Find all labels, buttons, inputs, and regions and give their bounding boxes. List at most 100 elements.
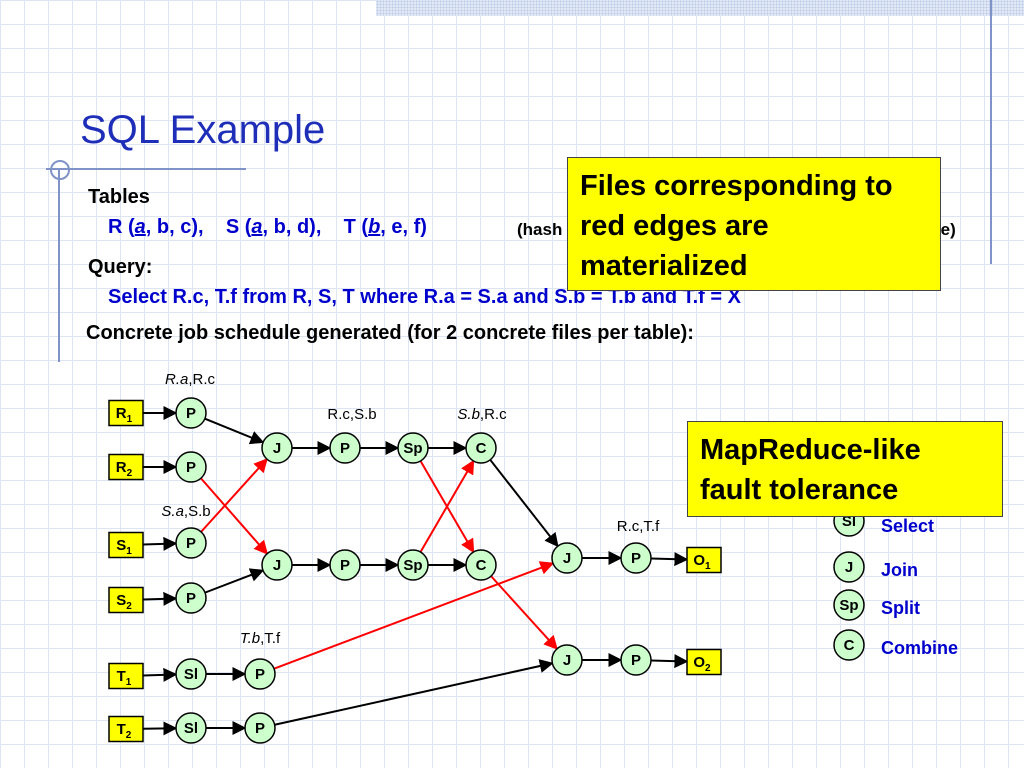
- legend-split-node: Sp: [833, 589, 865, 621]
- svg-text:C: C: [844, 637, 855, 654]
- schema-t: T (b, e, f): [343, 216, 427, 238]
- edge-c2-to-j4: [490, 575, 558, 650]
- table-file-r2: R2: [108, 453, 144, 481]
- decor-left-rule: [58, 170, 60, 362]
- schedule-description: Concrete job schedule generated (for 2 c…: [86, 322, 694, 344]
- top-decoration-band: [376, 0, 1024, 16]
- svg-text:P: P: [340, 440, 350, 457]
- page-title: SQL Example: [80, 108, 326, 152]
- svg-text:P: P: [186, 459, 196, 476]
- node-sp2: Sp: [397, 549, 429, 581]
- node-j1: J: [261, 432, 293, 464]
- svg-text:O1: O1: [693, 552, 711, 572]
- edge-p-s2-to-j2: [204, 568, 265, 594]
- annotation-tb: T.b,T.f: [240, 630, 281, 647]
- svg-text:P: P: [186, 405, 196, 422]
- edge-t1-to-sl-t1: [142, 667, 178, 682]
- node-p-j4: P: [620, 644, 652, 676]
- output-file-o1: O1: [686, 546, 722, 574]
- svg-text:J: J: [273, 440, 281, 457]
- svg-text:C: C: [476, 557, 487, 574]
- legend-label-combine: Combine: [881, 638, 959, 658]
- schema-s: S (a, b, d),: [225, 216, 322, 238]
- svg-text:C: C: [476, 440, 487, 457]
- node-p-r1: P: [175, 397, 207, 429]
- node-p-j3: P: [620, 542, 652, 574]
- schema-r: R (a, b, c),: [108, 216, 204, 238]
- edge-p-t1-to-j3: [273, 561, 555, 670]
- svg-text:R2: R2: [116, 459, 133, 479]
- svg-text:J: J: [273, 557, 281, 574]
- legend-label-split: Split: [881, 598, 920, 618]
- svg-text:S2: S2: [116, 592, 132, 612]
- legend-join-node: J: [833, 551, 865, 583]
- svg-text:P: P: [186, 535, 196, 552]
- svg-text:Sp: Sp: [403, 557, 422, 574]
- legend-label-join: Join: [881, 560, 919, 580]
- node-sl-t2: Sl: [175, 712, 207, 744]
- edge-p-s1-to-j1: [200, 458, 268, 533]
- edge-s1-to-p-s1: [142, 536, 178, 551]
- legend-label-select: Select: [881, 516, 935, 536]
- svg-text:P: P: [186, 590, 196, 607]
- svg-text:P: P: [631, 652, 641, 669]
- node-sl-t1: Sl: [175, 658, 207, 690]
- callout-mapreduce: MapReduce-like fault tolerance: [687, 421, 1003, 517]
- svg-text:P: P: [255, 666, 265, 683]
- decor-circle: [50, 160, 70, 180]
- output-file-o2: O2: [686, 648, 722, 676]
- table-file-s2: S2: [108, 586, 144, 614]
- annotation-sb: S.b,R.c: [457, 406, 507, 423]
- edge-c1-to-j3: [489, 459, 559, 548]
- svg-text:J: J: [563, 550, 571, 567]
- annotation-rctf: R.c,T.f: [617, 518, 660, 535]
- svg-text:Sp: Sp: [839, 597, 858, 614]
- node-c1: C: [465, 432, 497, 464]
- node-p-t1: P: [244, 658, 276, 690]
- annotation-ra: R.a,R.c: [165, 371, 216, 388]
- node-p-s2: P: [175, 582, 207, 614]
- svg-text:P: P: [255, 720, 265, 737]
- node-j2: J: [261, 549, 293, 581]
- node-j4: J: [551, 644, 583, 676]
- edge-t2-to-sl-t2: [142, 721, 178, 736]
- svg-text:Sl: Sl: [184, 666, 198, 683]
- node-c2: C: [465, 549, 497, 581]
- node-p-j1: P: [329, 432, 361, 464]
- svg-text:T2: T2: [117, 721, 132, 741]
- annotation-rcsb: R.c,S.b: [327, 406, 376, 423]
- svg-text:T1: T1: [117, 668, 132, 688]
- edge-p-j3-to-o1: [650, 552, 689, 567]
- decor-horizontal-rule: [46, 168, 246, 170]
- callout-red-edges: Files corresponding to red edges are mat…: [567, 157, 941, 291]
- svg-text:O2: O2: [693, 654, 711, 674]
- edge-sp2-to-c1: [419, 459, 475, 553]
- node-p-r2: P: [175, 451, 207, 483]
- table-file-r1: R1: [108, 399, 144, 427]
- annotation-sa: S.a,S.b: [161, 503, 210, 520]
- node-p-j2: P: [329, 549, 361, 581]
- svg-text:Sl: Sl: [184, 720, 198, 737]
- svg-text:Sp: Sp: [403, 440, 422, 457]
- node-p-s1: P: [175, 527, 207, 559]
- legend-combine-node: C: [833, 629, 865, 661]
- node-j3: J: [551, 542, 583, 574]
- svg-text:J: J: [845, 559, 853, 576]
- svg-text:Sl: Sl: [842, 513, 856, 530]
- node-p-t2: P: [244, 712, 276, 744]
- table-schemas: R (a, b, c), S (a, b, d), T (b, e, f): [108, 216, 427, 239]
- svg-text:P: P: [631, 550, 641, 567]
- svg-text:J: J: [563, 652, 571, 669]
- svg-text:P: P: [340, 557, 350, 574]
- edge-p-r1-to-j1: [204, 417, 265, 445]
- svg-text:S1: S1: [116, 537, 132, 557]
- edge-p-r2-to-j2: [200, 477, 269, 555]
- query-label: Query:: [88, 256, 153, 278]
- query-text: Select R.c, T.f from R, S, T where R.a =…: [108, 286, 741, 308]
- edge-p-j4-to-o2: [650, 654, 689, 669]
- edge-p-t2-to-j4: [274, 659, 554, 726]
- decor-vertical-rule: [990, 0, 992, 264]
- edge-s2-to-p-s2: [142, 591, 178, 606]
- table-file-s1: S1: [108, 531, 144, 559]
